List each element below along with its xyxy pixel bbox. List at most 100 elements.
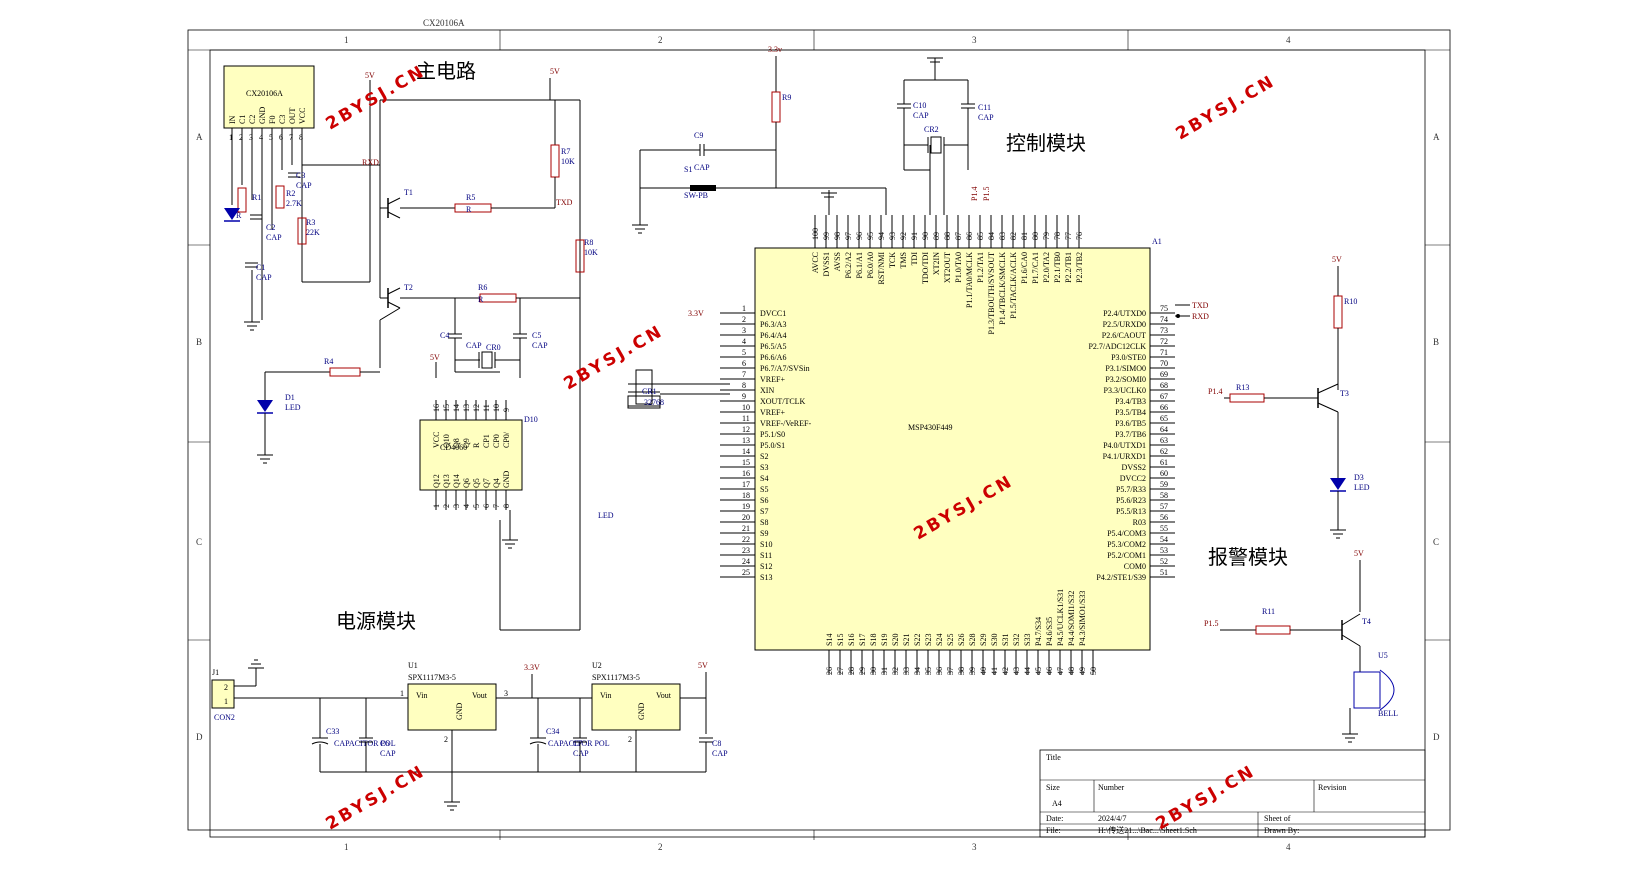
grid-col-top: 3	[972, 35, 977, 45]
mcu-pin-number: 20	[742, 513, 750, 522]
cx20106a-chip	[223, 65, 315, 129]
mcu-pin-number: 100	[811, 228, 820, 240]
mcu-pin-number: 4	[742, 337, 746, 346]
cr1-label: CR1	[642, 387, 657, 396]
mcu-pin-name: S19	[880, 634, 889, 646]
mcu-pin-name: P4.1/URXD1	[1103, 452, 1146, 461]
alarm-p15-label: P1.5	[1204, 619, 1218, 628]
c3-label: C3	[296, 171, 305, 180]
cd4060-pin-name: CP0	[492, 434, 501, 448]
tb-date-value: 2024/4/7	[1098, 814, 1126, 823]
grid-row-right: D	[1433, 732, 1440, 742]
mcu-pin-number: 5	[742, 348, 746, 357]
mcu-pin-number: 27	[836, 667, 845, 675]
mcu-pin-name: P6.5/A5	[760, 342, 786, 351]
mcu-pin-name: S13	[760, 573, 772, 582]
tb-number: Number	[1098, 783, 1125, 792]
cx20106a-pin-number: 2	[239, 133, 243, 142]
rail-5v: 5V	[698, 661, 708, 670]
mcu-pin-number: 98	[833, 232, 842, 240]
mcu-pin-number: 62	[1160, 447, 1168, 456]
tb-sheet: Sheet of	[1264, 814, 1291, 823]
c2-value: CAP	[266, 233, 282, 242]
t1-label: T1	[404, 188, 413, 197]
mcu-pin-number: 69	[1160, 370, 1168, 379]
tb-title: Title	[1046, 753, 1061, 762]
mcu-pin-name: S14	[825, 634, 834, 646]
rx-supply-label: 5V	[365, 71, 375, 80]
c10-label: C10	[913, 101, 926, 110]
c6-value: CAP	[380, 749, 396, 758]
u1-pin3: 3	[504, 689, 508, 698]
r7-label: R7	[561, 147, 570, 156]
u2-label: U2	[592, 661, 602, 670]
grid-row-left: C	[196, 537, 202, 547]
mcu-pin-name: P1.7/CA1	[1031, 252, 1040, 284]
rx-rxd-label: RXD	[362, 158, 379, 167]
grid-row-right: A	[1433, 132, 1440, 142]
mcu-pin-number: 29	[858, 667, 867, 675]
grid-col-top: 2	[658, 35, 663, 45]
c1-value: CAP	[256, 273, 272, 282]
cx20106a-pin-name: C1	[238, 115, 247, 124]
d1-value: LED	[285, 403, 301, 412]
mcu-pin-number: 63	[1160, 436, 1168, 445]
mcu-pin-name: XT2OUT	[943, 252, 952, 283]
rail-3v3: 3.3V	[524, 663, 540, 672]
mcu-pin-number: 99	[822, 232, 831, 240]
mcu-pin-number: 86	[965, 232, 974, 240]
mcu-pin-number: 13	[742, 436, 750, 445]
cd4060-pin-number: 13	[462, 404, 471, 412]
mcu-pin-name: DVSS2	[1122, 463, 1146, 472]
cd4060-pin-name: Q6	[462, 478, 471, 488]
mcu-pin-number: 83	[998, 232, 1007, 240]
cd4060-pin-number: 2	[442, 504, 451, 508]
mcu-left-supply: 3.3V	[688, 309, 704, 318]
u1-part: SPX1117M3-5	[408, 673, 456, 682]
mcu-pin-name: TCK	[888, 252, 897, 268]
grid-col-bottom: 1	[344, 842, 349, 852]
control-module-title: 控制模块	[1006, 131, 1086, 155]
msp430-left-pins: 1DVCC12P6.3/A33P6.4/A44P6.5/A55P6.6/A66P…	[720, 304, 811, 582]
cd4060-pin-number: 10	[492, 404, 501, 412]
cr0-label: CR0	[486, 343, 501, 352]
mcu-pin-name: DVCC2	[1120, 474, 1146, 483]
c9-label: C9	[694, 131, 703, 140]
tb-size: Size	[1046, 783, 1060, 792]
mcu-pin-number: 74	[1160, 315, 1168, 324]
r2-value: 2.7K	[286, 199, 302, 208]
mcu-pin-number: 58	[1160, 491, 1168, 500]
cd4060-pin-number: 7	[492, 504, 501, 508]
mcu-pin-name: DVSS1	[822, 252, 831, 276]
mcu-pin-name: S28	[968, 634, 977, 646]
mcu-pin-number: 93	[888, 232, 897, 240]
mcu-pin-number: 10	[742, 403, 750, 412]
mcu-pin-number: 95	[866, 232, 875, 240]
d1-label: D1	[285, 393, 295, 402]
r8-value: 10K	[584, 248, 598, 257]
mcu-pin-name: S5	[760, 485, 768, 494]
cd4060-pin-name: Q4	[492, 478, 501, 488]
mcu-pin-number: 89	[932, 232, 941, 240]
mcu-pin-number: 36	[935, 667, 944, 675]
cd4060-pins: 16VCC15Q1014Q813Q912R11CP110CP09CP0/1Q12…	[432, 400, 511, 510]
c34-value: CAPACITOR POL	[548, 739, 610, 748]
grid-col-bottom: 3	[972, 842, 977, 852]
cd4060-pin-number: 8	[502, 504, 511, 508]
mcu-pin-name: S29	[979, 634, 988, 646]
mcu-pin-number: 38	[957, 667, 966, 675]
mcu-pin-name: P3.4/TB3	[1115, 397, 1146, 406]
mcu-pin-name: AVCC	[811, 252, 820, 273]
mcu-pin-name: P3.6/TB5	[1115, 419, 1146, 428]
mcu-pin-name: VREF+	[760, 408, 785, 417]
mcu-pin-name: P2.7/ADC12CLK	[1088, 342, 1146, 351]
alarm-module-title: 报警模块	[1208, 545, 1288, 569]
cd4060-pin-number: 5	[472, 504, 481, 508]
mcu-pin-number: 9	[742, 392, 746, 401]
msp430-ref: A1	[1152, 237, 1162, 246]
grid-row-right: B	[1433, 337, 1439, 347]
c5-label: C5	[532, 331, 541, 340]
mcu-pin-name: P4.6/S35	[1045, 617, 1054, 646]
mcu-pin-name: TDI	[910, 252, 919, 266]
